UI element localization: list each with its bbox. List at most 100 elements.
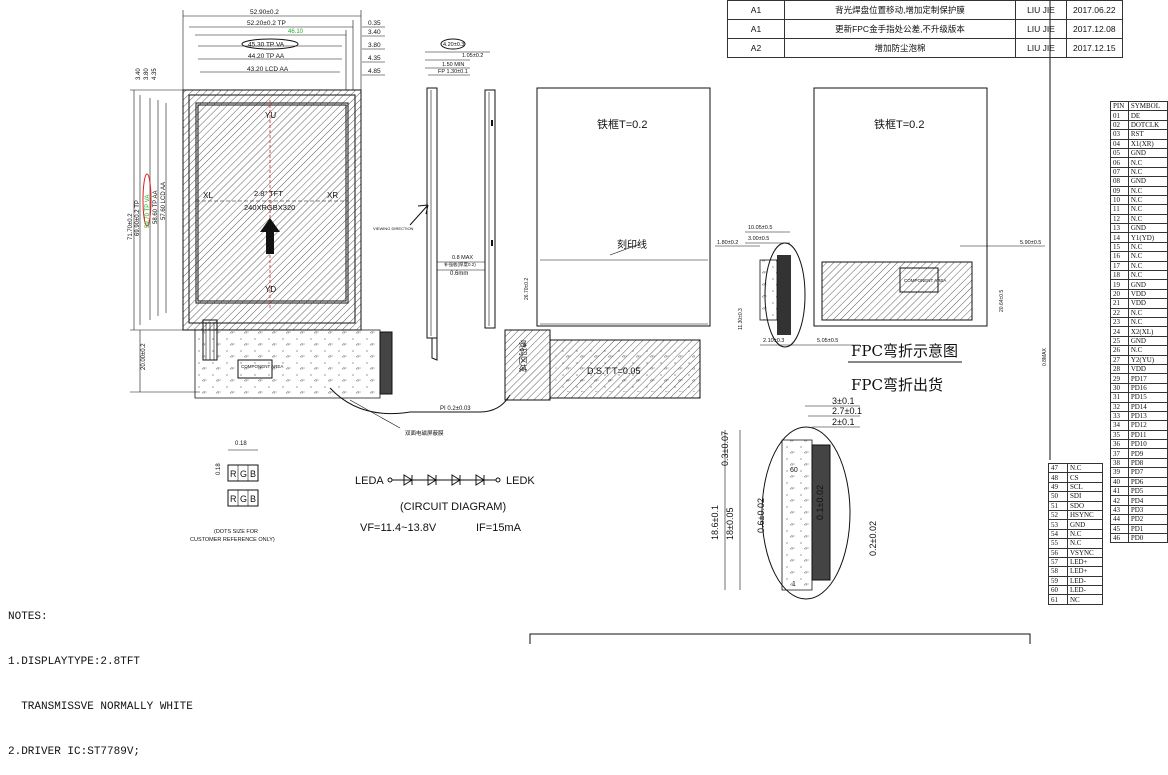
note-line: TRANSMISSVE NORMALLY WHITE [8, 701, 193, 713]
vert-va-dim: 59.70 TP VA [145, 195, 151, 228]
left-dim-2: 3.80 [144, 68, 150, 80]
right-dim-2: 3.40 [368, 29, 381, 36]
led-diode-icon [403, 474, 485, 486]
circuit-title: (CIRCUIT DIAGRAM) [400, 501, 506, 513]
notes-block: NOTES: 1.DISPLAYTYPE:2.8TFT TRANSMISSVE … [8, 580, 193, 775]
fpc-dim-9: 0.8MAX [1042, 348, 1048, 366]
conn-dim-5: 0.6±0.02 [756, 498, 766, 533]
side-max-label: 0.8 MAX [452, 255, 473, 261]
conn-dim-9: 0.2±0.02 [868, 521, 878, 556]
label-xl: XL [203, 191, 213, 200]
dot-r-1: R [230, 469, 237, 479]
note-line: 2.DRIVER IC:ST7789V; [8, 746, 141, 758]
dot-size: 0.18 [235, 441, 247, 447]
note-line: 1.DISPLAYTYPE:2.8TFT [8, 656, 141, 668]
right-dim-3: 3.80 [368, 42, 381, 49]
left-dim-1: 3.40 [136, 68, 142, 80]
dim-aa-width: 44.20 TP AA [248, 53, 285, 60]
conn-dim-7: 18±0.05 [725, 508, 735, 540]
stamp-area: 喷码区域 [518, 340, 528, 372]
pitch-label: PI 0.2±0.03 [440, 406, 471, 412]
label-xr: XR [327, 191, 338, 200]
label-yd: YD [265, 285, 276, 294]
drawing-canvas: 52.90±0.2 52.20±0.2 TP 46.10 45.30 TP VA… [128, 0, 1051, 644]
conn-dim-1: 3±0.1 [832, 396, 854, 406]
left-dim-3: 4.35 [152, 68, 158, 80]
label-yu: YU [265, 111, 276, 120]
dot-g-2: G [240, 494, 247, 504]
side-dim-1: 4.20±0.3 [443, 42, 464, 48]
side-view: 4.20±0.3 1.05±0.2 1.50 MIN FP 1.30±0.1 0… [329, 38, 511, 437]
right-dim-5: 4.85 [368, 68, 381, 75]
back-view: 铁框T=0.2 刻印线 26.70±0.2 喷码区域 D.S.T T=0.05 [504, 87, 711, 401]
dot-g-1: G [240, 469, 247, 479]
fpc-length-dim: 20.00±0.2 [141, 343, 147, 370]
title-block-frame [529, 633, 1031, 644]
conn-pin-first: 60 [790, 467, 798, 474]
fpc-dim-3: 1.80±0.2 [717, 240, 738, 246]
fpc-dim-2: 3.00±0.5 [748, 236, 769, 242]
fpc-dim-6: 5.05±0.5 [817, 338, 838, 344]
circuit-vf: VF=11.4~13.8V [360, 522, 437, 534]
connector-detail: 3±0.1 2.7±0.1 2±0.1 0.3±0.07 0.6±0.02 0.… [710, 396, 878, 600]
revision-row: A1 背光焊盘位置移动,增加定制保护膜 LIU JIE 2017.06.22 [727, 0, 1123, 20]
fpc-dim-1: 10.05±0.5 [748, 225, 772, 231]
fpc-dim-8: 20.64±0.5 [999, 290, 1005, 312]
vert-lcd-dim: 57.60 LCD AA [161, 182, 167, 220]
conn-dim-3: 2±0.1 [832, 417, 854, 427]
conn-dim-6: 0.1±0.02 [815, 485, 825, 520]
dot-caption-1: (DOTS SIZE FOR [214, 529, 258, 535]
dot-caption-2: CUSTOMER REFERENCE ONLY) [190, 537, 275, 543]
dim-lcd-aa-width: 43.20 LCD AA [247, 66, 289, 73]
side-dim-2: 1.05±0.2 [462, 53, 483, 59]
frame-thickness-1: 铁框T=0.2 [597, 118, 647, 131]
fpc-ship-title: FPC弯折出货 [851, 376, 943, 394]
component-area-front: COMPONENT AREA [241, 364, 283, 369]
circuit-ledk: LEDK [506, 475, 535, 487]
vert-tp-dim: 69.90±0.2 TP [135, 200, 141, 236]
dim-tp-width: 52.20±0.2 TP [247, 20, 286, 27]
dst-label: D.S.T T=0.05 [587, 366, 640, 376]
dim-outline-width: 52.90±0.2 [250, 9, 279, 16]
tape-label: 双面电磁屏蔽膜 [405, 429, 444, 437]
revision-row: A1 更新FPC金手指处公差,不升级版本 LIU JIE 2017.12.08 [727, 19, 1123, 39]
